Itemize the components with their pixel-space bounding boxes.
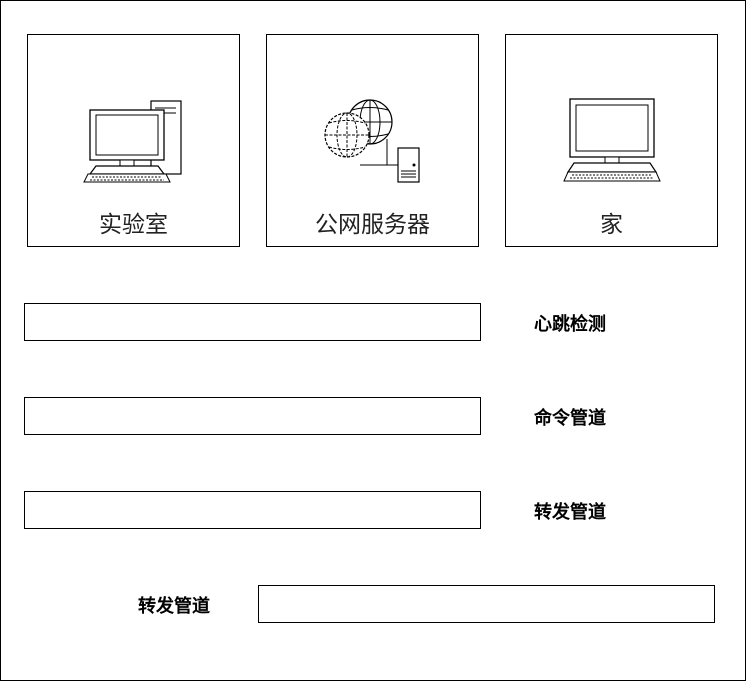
node-lab: 实验室 — [27, 34, 240, 247]
command-channel-bar — [24, 397, 481, 435]
heartbeat-channel-label: 心跳检测 — [534, 314, 606, 335]
node-home: 家 — [505, 34, 718, 247]
node-home-label: 家 — [600, 212, 623, 238]
forward-reverse-channel-label: 转发管道 — [138, 596, 210, 617]
node-public-server-label: 公网服务器 — [315, 212, 430, 238]
forward-channel-label: 转发管道 — [534, 502, 606, 523]
heartbeat-channel-bar — [24, 303, 481, 341]
node-lab-label: 实验室 — [99, 212, 168, 238]
forward-reverse-channel-bar — [258, 585, 715, 623]
forward-channel-bar — [24, 491, 481, 529]
internet-server-icon — [324, 99, 420, 183]
node-public-server: 公网服务器 — [266, 34, 479, 247]
computer-monitor-icon — [563, 98, 661, 182]
command-channel-label: 命令管道 — [534, 408, 606, 429]
desktop-computer-icon — [83, 100, 182, 183]
